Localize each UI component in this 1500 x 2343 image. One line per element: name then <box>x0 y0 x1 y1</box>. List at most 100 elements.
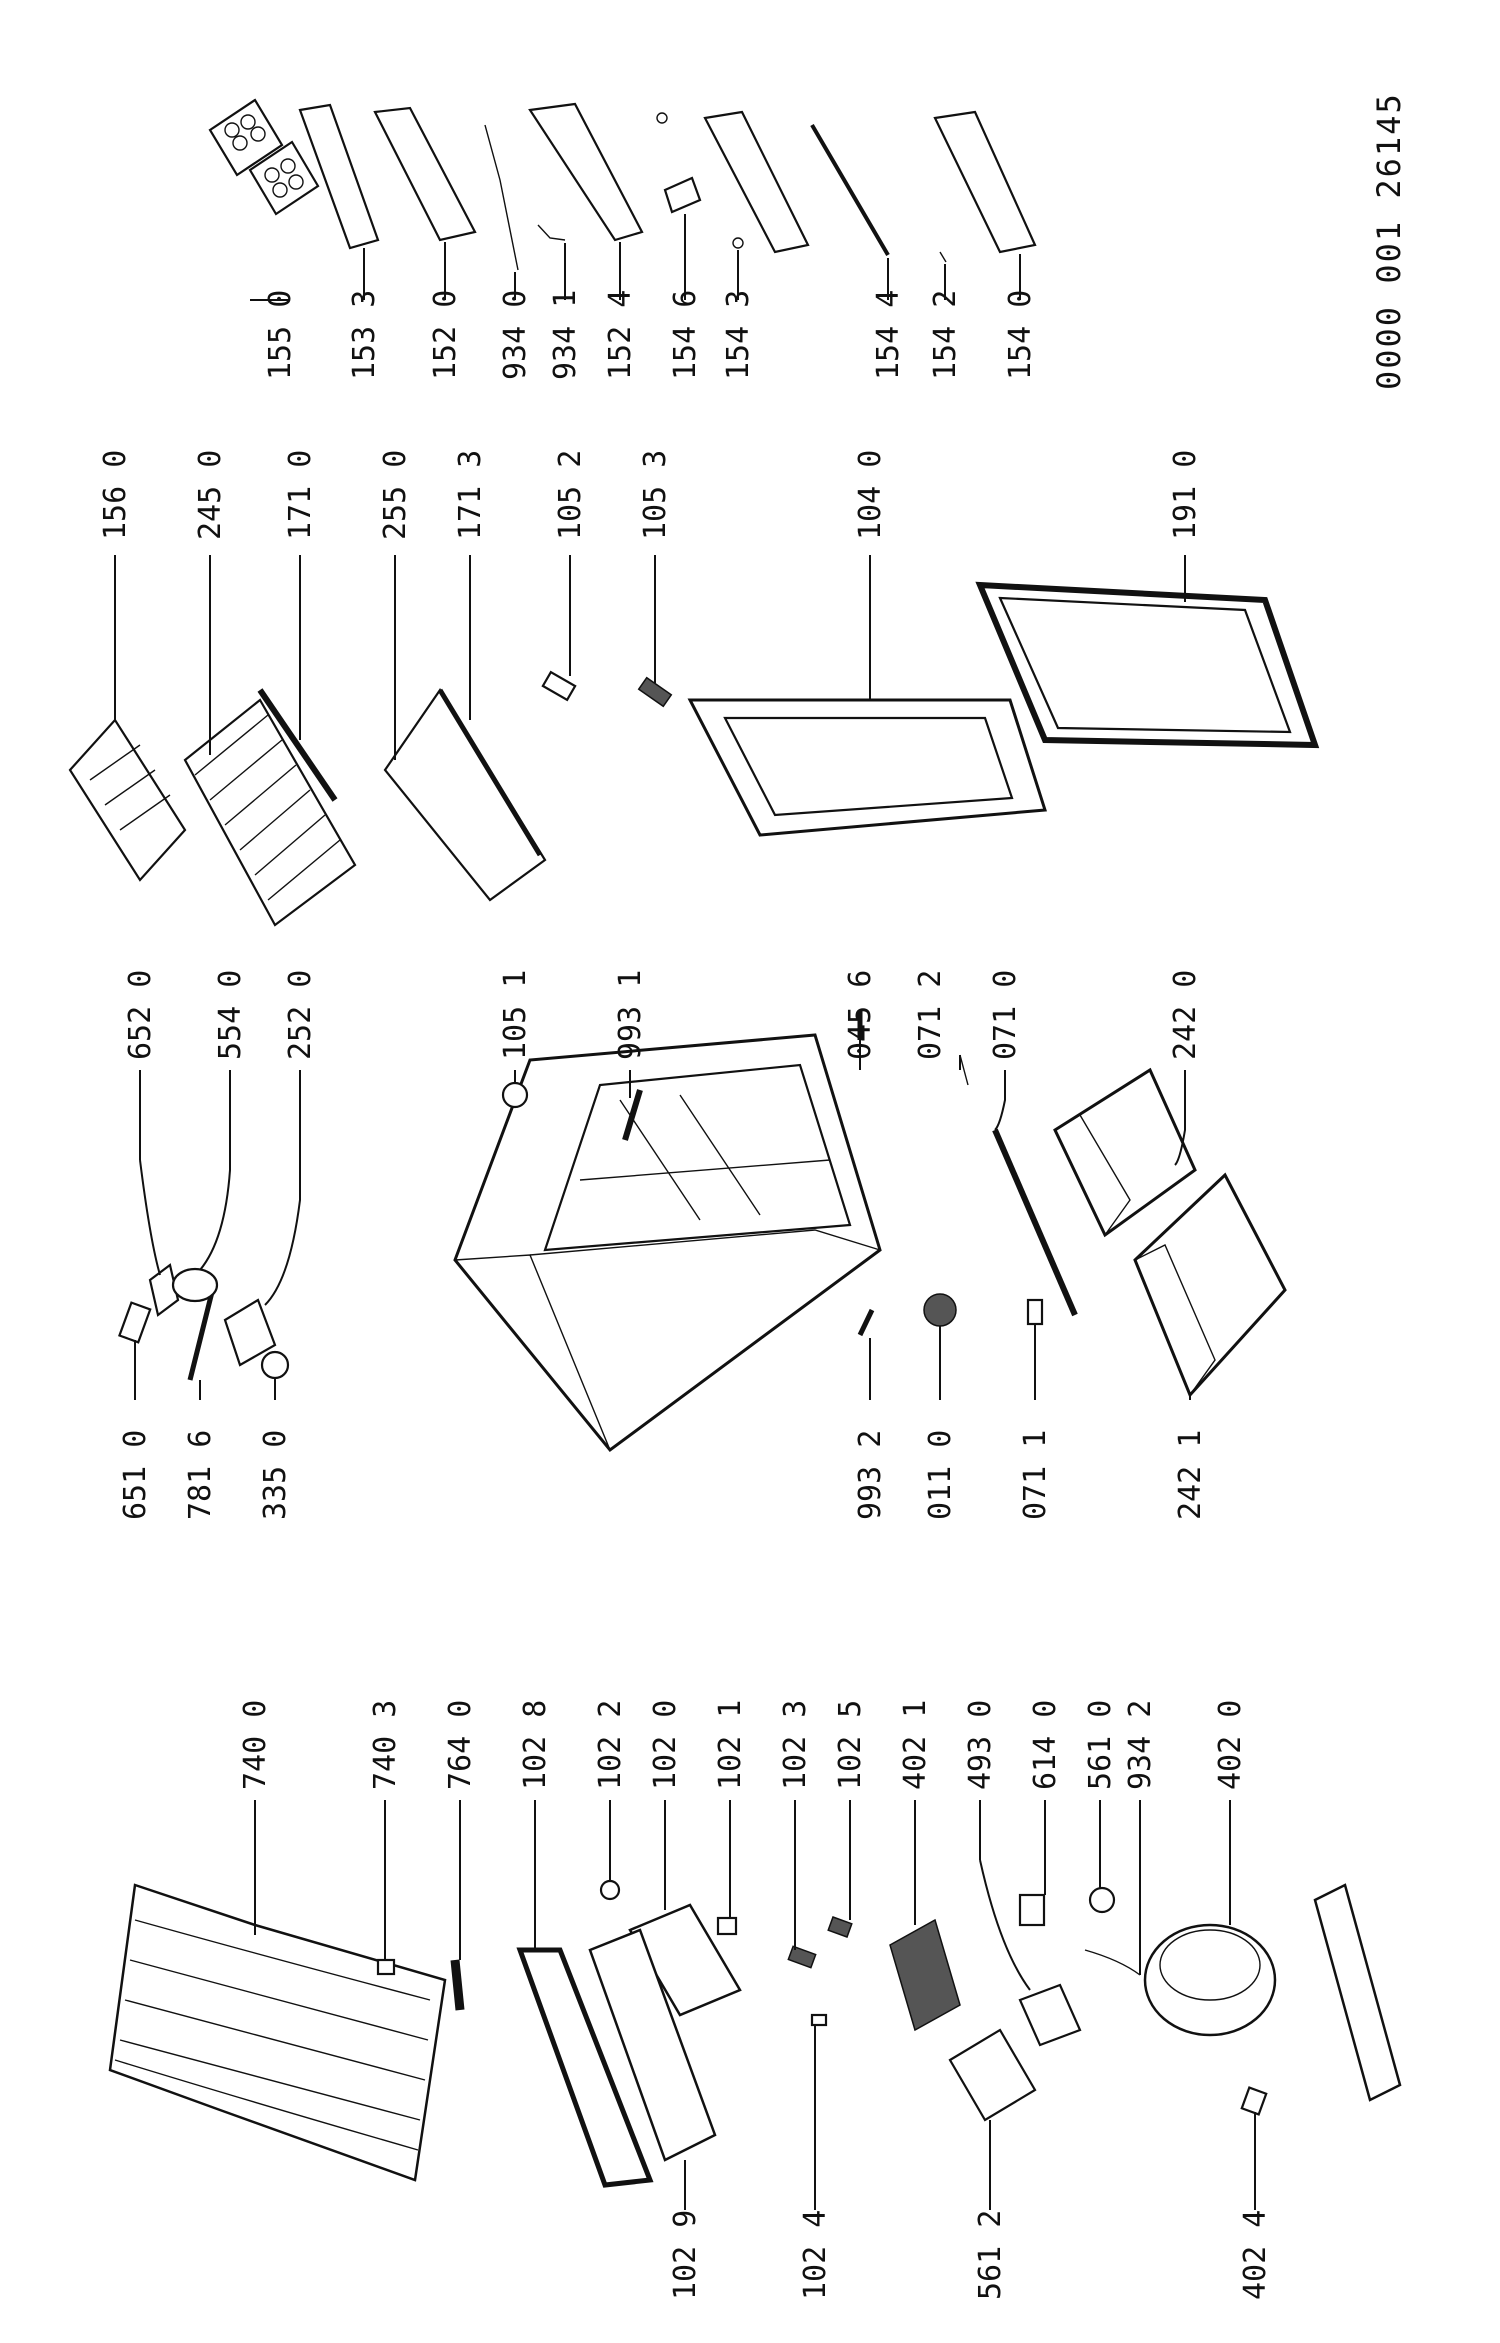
part-label: 152 0 <box>428 290 463 380</box>
control-panel-part <box>628 1903 742 2017</box>
glass-shelf-part <box>383 687 547 902</box>
part-label: 561 2 <box>973 2210 1008 2300</box>
part-label: 652 0 <box>123 970 158 1060</box>
hinge-pin-part <box>857 1308 875 1337</box>
screw-part <box>656 112 668 124</box>
clip-part <box>541 670 577 702</box>
hinge-cap-part <box>501 1081 529 1109</box>
part-label: 493 0 <box>963 1700 998 1790</box>
evaporator-part <box>108 1883 447 2182</box>
starter-part <box>1018 1983 1082 2047</box>
wire-part <box>1084 1949 1141 1976</box>
part-label: 402 4 <box>1238 2210 1273 2300</box>
part-label: 153 3 <box>347 290 382 380</box>
rod-part <box>810 123 890 257</box>
part-label: 191 0 <box>1168 450 1203 540</box>
knob-part <box>599 1879 621 1901</box>
door-shelf-part <box>703 110 810 254</box>
part-label: 402 0 <box>1213 1700 1248 1790</box>
part-label: 561 0 <box>1083 1700 1118 1790</box>
switch-part <box>787 1945 817 1969</box>
part-label: 740 3 <box>368 1700 403 1790</box>
part-label: 993 1 <box>613 970 648 1060</box>
screw-part <box>959 1054 969 1086</box>
part-label: 071 0 <box>988 970 1023 1060</box>
bottle-bar-part <box>528 102 644 242</box>
ice-tray-part <box>68 718 187 882</box>
shelf-trim-part <box>437 688 543 857</box>
part-label: 154 2 <box>928 290 963 380</box>
lamp-housing-part <box>223 1298 277 1367</box>
part-label: 242 0 <box>1168 970 1203 1060</box>
part-label: 614 0 <box>1028 1700 1063 1790</box>
part-label: 156 0 <box>98 450 133 540</box>
clip-part <box>810 2013 828 2027</box>
document-number: 0000 001 26145 <box>1370 92 1408 390</box>
part-label: 152 4 <box>603 290 638 380</box>
knob-part <box>260 1350 290 1380</box>
egg-tray-part <box>208 98 320 216</box>
part-label: 102 1 <box>713 1700 748 1790</box>
compressor-part <box>1143 1923 1277 2037</box>
cabinet-group: 652 0 554 0 252 0 105 1 993 1 045 6 071 … <box>118 970 1287 1520</box>
wire-part <box>484 124 519 271</box>
grommet-part <box>1240 2086 1268 2116</box>
part-label: 102 0 <box>648 1700 683 1790</box>
part-label: 651 0 <box>118 1430 153 1520</box>
part-label: 335 0 <box>258 1430 293 1520</box>
part-label: 045 6 <box>843 970 878 1060</box>
part-label: 154 0 <box>1003 290 1038 380</box>
door-shelf-part <box>933 110 1037 254</box>
door-shelf-part <box>298 103 380 250</box>
clip-part <box>376 1958 396 1976</box>
part-label: 154 4 <box>871 290 906 380</box>
leveling-foot-part <box>923 1293 957 1327</box>
thermostat-part <box>139 1070 180 1317</box>
part-label: 011 0 <box>923 1430 958 1520</box>
protector-part <box>1088 1886 1116 1914</box>
part-label: 740 0 <box>238 1700 273 1790</box>
thermostat-housing-part <box>171 1267 219 1303</box>
drier-part <box>450 1959 465 2011</box>
hinge-bar-part <box>992 1128 1078 1317</box>
shelf-trim-part <box>257 688 338 802</box>
part-label: 781 6 <box>183 1430 218 1520</box>
connector-block-part <box>948 2028 1037 2122</box>
part-label: 993 2 <box>853 1430 888 1520</box>
part-label: 104 0 <box>853 450 888 540</box>
part-label: 105 1 <box>498 970 533 1060</box>
part-label: 155 0 <box>263 290 298 380</box>
part-label: 154 3 <box>721 290 756 380</box>
hinge-pin-part <box>622 1089 643 1141</box>
part-label: 255 0 <box>378 450 413 540</box>
part-label: 171 0 <box>283 450 318 540</box>
lamp-socket-part <box>716 1916 738 1936</box>
compressor-base-part <box>1313 1883 1402 2102</box>
part-label: 242 1 <box>1173 1430 1208 1520</box>
door-shelf-part <box>373 106 477 242</box>
part-label: 071 1 <box>1018 1430 1053 1520</box>
part-label: 402 1 <box>898 1700 933 1790</box>
bracket-part <box>663 176 702 214</box>
part-label: 102 2 <box>593 1700 628 1790</box>
part-label: 102 9 <box>668 2210 703 2300</box>
pin-part <box>939 251 947 263</box>
door-accessories-group: 155 0 153 3 152 0 934 0 934 1 152 4 154 … <box>208 98 1038 380</box>
part-label: 934 2 <box>1123 1700 1158 1790</box>
part-label: 102 4 <box>798 2210 833 2300</box>
clip-part <box>637 676 673 708</box>
part-label: 105 2 <box>553 450 588 540</box>
part-label: 764 0 <box>443 1700 478 1790</box>
cooling-electrical-group: 740 0 740 3 764 0 102 8 102 2 102 0 102 … <box>108 1700 1402 2300</box>
leader-line <box>994 1070 1006 1131</box>
cabinet-body-part <box>453 1033 882 1453</box>
gasket-part <box>516 1947 654 2188</box>
hinge-part <box>1026 1298 1044 1326</box>
part-label: 105 3 <box>638 450 673 540</box>
screw-part <box>732 237 744 249</box>
switch-part <box>827 1916 853 1938</box>
part-label: 252 0 <box>283 970 318 1060</box>
control-panel-part <box>588 1928 717 2162</box>
part-label: 554 0 <box>213 970 248 1060</box>
